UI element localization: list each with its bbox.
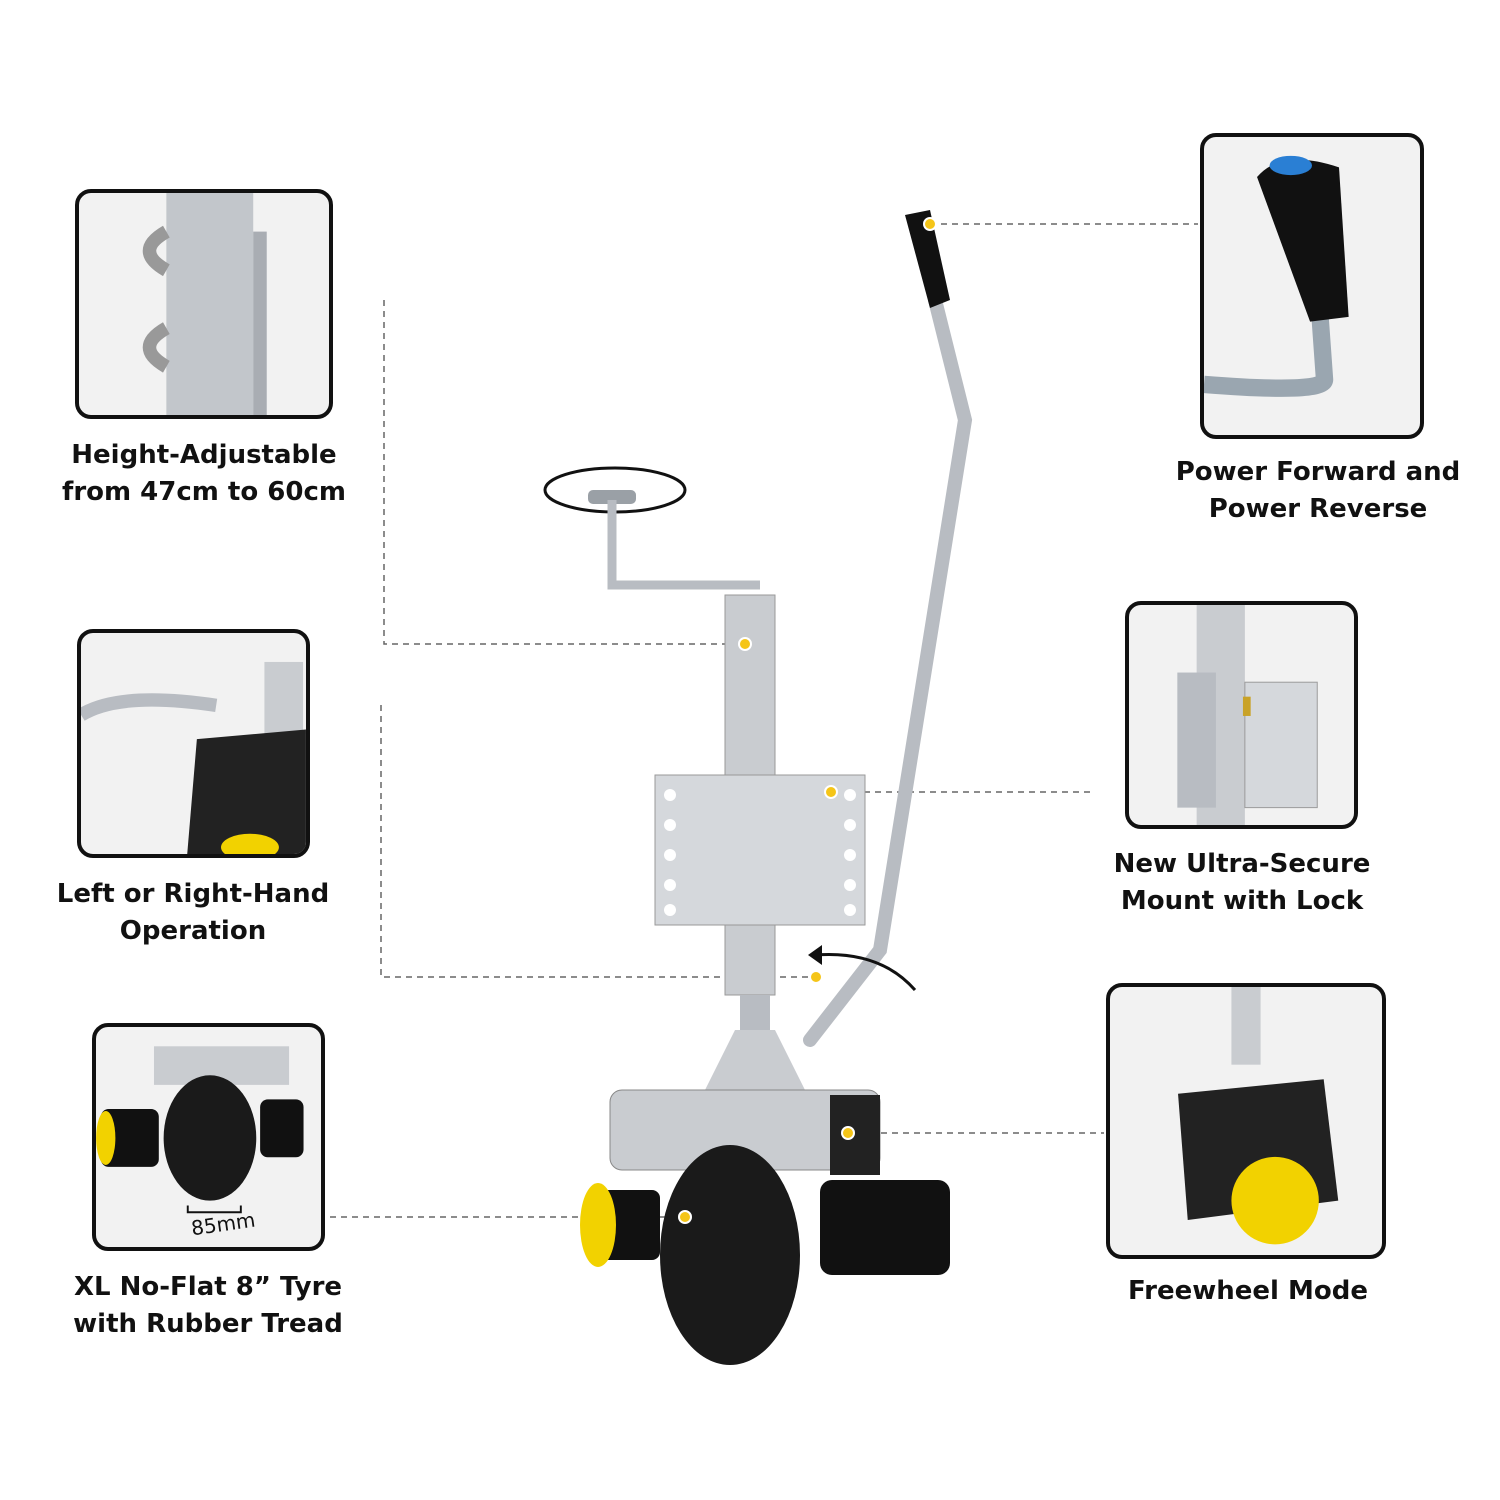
yellow-cap — [580, 1183, 616, 1267]
inset-hand-operation — [77, 629, 310, 858]
inset-power-button — [1200, 133, 1424, 439]
callout-dots — [678, 217, 937, 1224]
handle-bar — [803, 293, 973, 1047]
inset-freewheel — [1106, 983, 1386, 1259]
swivel-arrow-icon — [814, 952, 917, 991]
inset-mount-lock — [1125, 601, 1358, 829]
callout-lines — [330, 223, 1198, 1218]
motor — [820, 1180, 950, 1275]
label-freewheel: Freewheel Mode — [1128, 1276, 1368, 1306]
handle-grip — [905, 210, 950, 308]
mount-plate — [654, 774, 866, 926]
inset-tyre: 85mm — [92, 1023, 325, 1251]
tyre — [660, 1145, 800, 1365]
line-hand — [380, 705, 816, 978]
line-height — [383, 300, 745, 645]
inset-height-adjust — [75, 189, 333, 419]
